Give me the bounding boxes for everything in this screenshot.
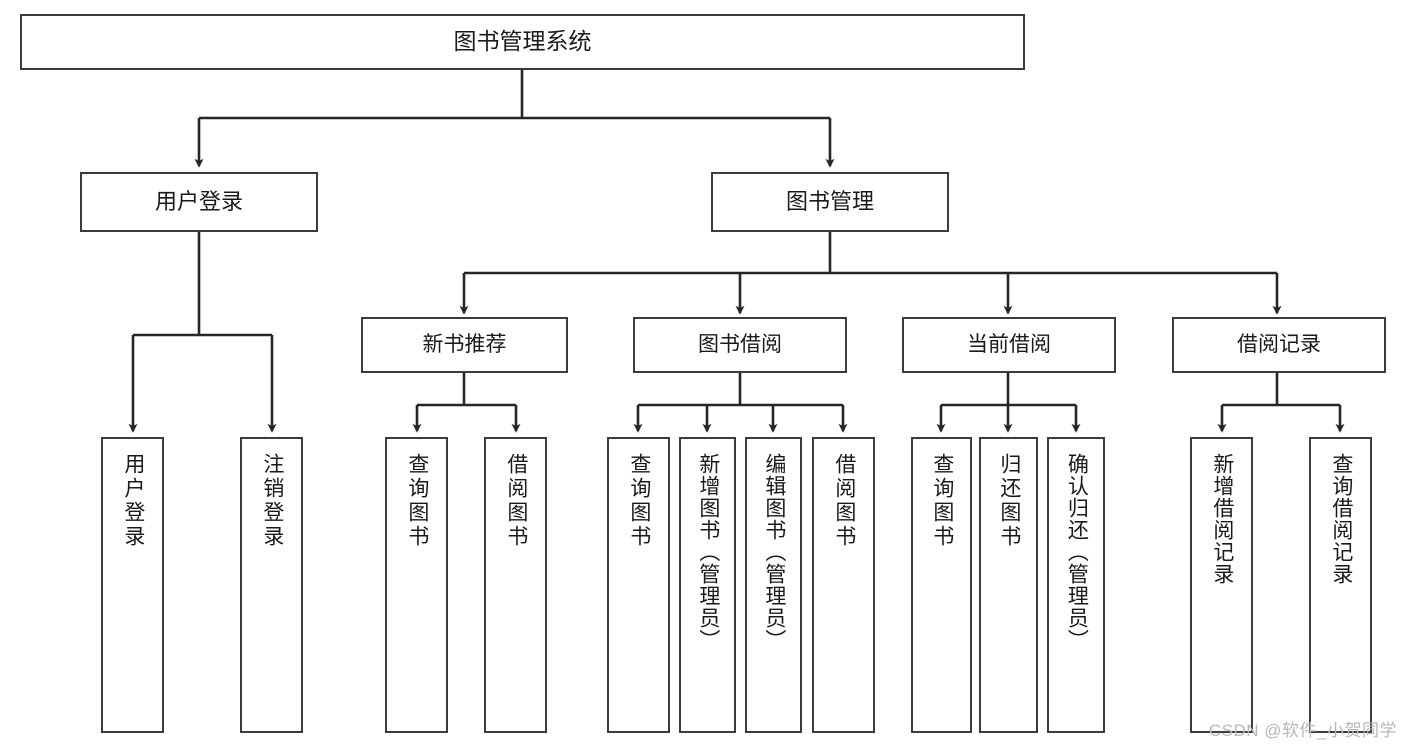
node-label: 查询图书 [930, 453, 954, 549]
node-leaf-query-book-2[interactable]: 查询图书 [607, 437, 670, 733]
watermark-text: CSDN @软件_小贺同学 [1208, 721, 1397, 740]
node-leaf-edit-book[interactable]: 编辑图书（管理员） [745, 437, 802, 733]
node-label: 编辑图书（管理员） [762, 453, 786, 651]
node-leaf-return-book[interactable]: 归还图书 [979, 437, 1038, 733]
node-borrow-record[interactable]: 借阅记录 [1172, 317, 1386, 373]
node-current-borrow[interactable]: 当前借阅 [902, 317, 1116, 373]
node-new-book-recommend[interactable]: 新书推荐 [361, 317, 568, 373]
node-root-system[interactable]: 图书管理系统 [20, 14, 1025, 70]
node-leaf-add-record[interactable]: 新增借阅记录 [1190, 437, 1253, 733]
node-label: 用户登录 [121, 453, 145, 549]
node-leaf-confirm-return[interactable]: 确认归还（管理员） [1047, 437, 1105, 733]
node-label: 用户登录 [154, 189, 243, 215]
node-leaf-query-book-1[interactable]: 查询图书 [385, 437, 448, 733]
node-label: 新增图书（管理员） [696, 453, 720, 651]
node-leaf-add-book[interactable]: 新增图书（管理员） [679, 437, 736, 733]
node-leaf-borrow-book-2[interactable]: 借阅图书 [812, 437, 875, 733]
node-leaf-query-record[interactable]: 查询借阅记录 [1309, 437, 1372, 733]
node-label: 查询借阅记录 [1329, 453, 1353, 585]
node-label: 借阅图书 [504, 453, 528, 549]
node-book-manage[interactable]: 图书管理 [711, 172, 949, 232]
node-book-borrow[interactable]: 图书借阅 [633, 317, 847, 373]
node-label: 图书借阅 [698, 332, 782, 356]
node-label: 借阅记录 [1237, 332, 1321, 356]
node-label: 图书管理 [785, 189, 874, 215]
node-label: 图书管理系统 [453, 28, 592, 55]
node-leaf-borrow-book-1[interactable]: 借阅图书 [484, 437, 547, 733]
node-leaf-user-logout[interactable]: 注销登录 [240, 437, 303, 733]
node-label: 当前借阅 [967, 332, 1051, 356]
node-label: 查询图书 [405, 453, 429, 549]
node-leaf-user-login[interactable]: 用户登录 [101, 437, 164, 733]
node-leaf-query-book-3[interactable]: 查询图书 [911, 437, 972, 733]
node-label: 确认归还（管理员） [1065, 453, 1089, 651]
node-label: 借阅图书 [832, 453, 856, 549]
node-label: 新增借阅记录 [1210, 453, 1234, 585]
node-label: 查询图书 [627, 453, 651, 549]
node-label: 新书推荐 [422, 332, 507, 356]
node-label: 归还图书 [997, 453, 1021, 549]
node-label: 注销登录 [260, 453, 284, 549]
node-user-login[interactable]: 用户登录 [80, 172, 318, 232]
